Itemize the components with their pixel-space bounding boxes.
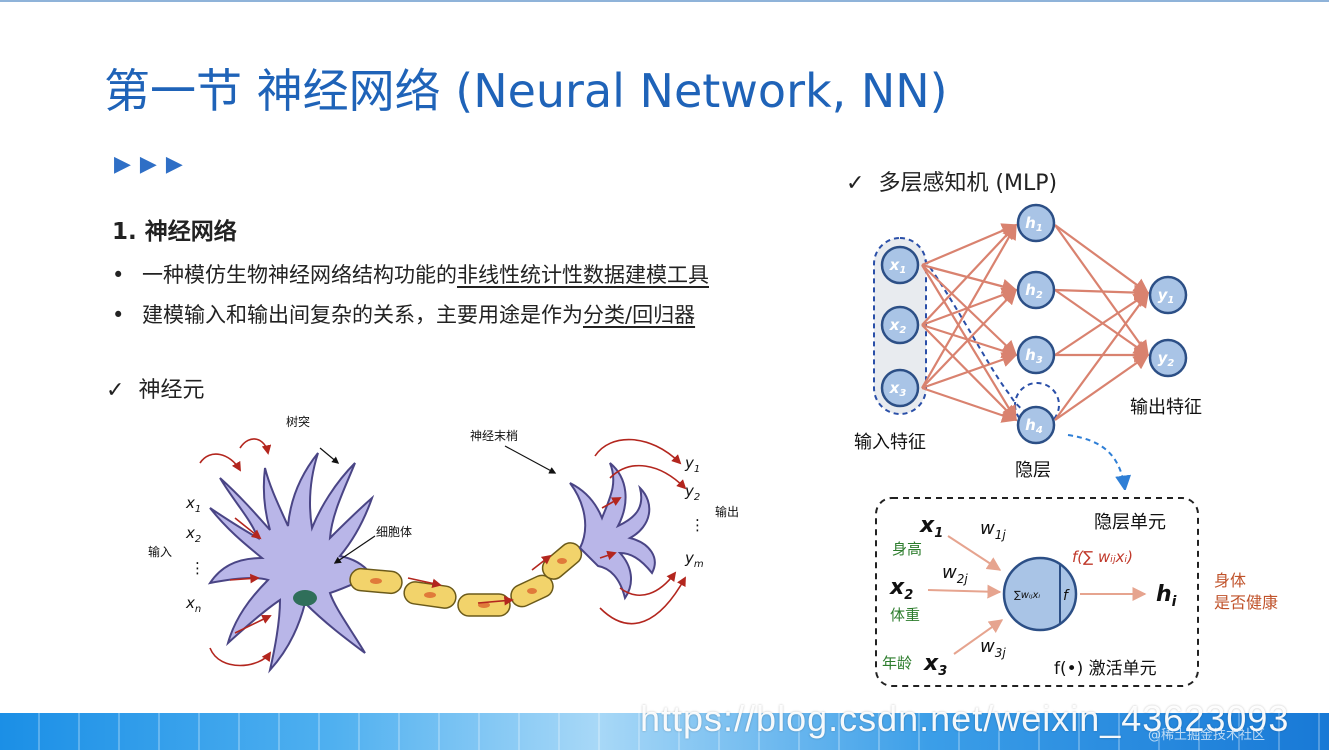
neuron-input-xn: xn <box>185 594 201 615</box>
unit-x2: x2 <box>889 575 913 603</box>
neuron-unit-circle <box>1002 556 1078 632</box>
axon <box>349 542 583 617</box>
neuron-heading: ✓ 神经元 <box>106 372 204 404</box>
hidden-unit-box <box>875 497 1199 687</box>
hidden-unit-diagram: 隐层单元 x1 x2 x3 hi w1j w2j w3j 身高 体重 年龄 ∑w… <box>875 497 1278 687</box>
unit-pointer-arrow <box>1067 434 1132 490</box>
axon-terminal-shape <box>569 462 656 601</box>
label-dendrite: 树突 <box>286 414 310 429</box>
bullet-underlined-text: 分类/回归器 <box>583 303 696 327</box>
watermark-small: @稀土掘金技术社区 <box>1148 728 1266 743</box>
neuron-cell-shape <box>207 452 375 674</box>
neuron-diagram: 树突 神经末梢 细胞体 输入 输出 x1 x2 ⋮ xn y1 y2 ⋮ ym <box>148 414 739 674</box>
unit-f: f <box>1063 588 1070 604</box>
unit-output-desc-2: 是否健康 <box>1214 593 1278 612</box>
bullet-item: • 一种模仿生物神经网络结构功能的非线性统计性数据建模工具 <box>112 258 709 298</box>
bullet-dot-icon: • <box>112 303 125 327</box>
bullet-text: 建模输入和输出间复杂的关系，主要用途是作为 <box>142 303 583 327</box>
input-feature-label: 输入特征 <box>854 432 926 453</box>
neuron-output-ym: ym <box>684 549 704 570</box>
unit-x3: x3 <box>923 651 947 679</box>
neuron-heading-text: 神经元 <box>138 378 205 403</box>
footer-band <box>0 713 1329 750</box>
top-border <box>0 0 1329 2</box>
unit-activation-expression: f(∑ wᵢⱼxᵢ) <box>1072 548 1133 566</box>
unit-name-age: 年龄 <box>882 654 912 672</box>
unit-sum-expression: ∑wᵢⱼxᵢ <box>1014 590 1040 601</box>
unit-output-desc-1: 身体 <box>1214 571 1246 590</box>
neuron-input-x1: x1 <box>185 494 201 515</box>
neuron-input-dots: ⋮ <box>190 559 205 577</box>
unit-w2j: w2j <box>942 562 968 586</box>
neuron-output-y1: y1 <box>684 454 700 475</box>
bullet-text: 一种模仿生物神经网络结构功能的 <box>142 263 457 287</box>
unit-w3j: w3j <box>980 636 1006 660</box>
unit-output-hi: hi <box>1156 582 1177 610</box>
nucleus-shape <box>293 590 317 606</box>
page-title: 第一节 神经网络 (Neural Network, NN) <box>104 64 948 118</box>
section-heading: 1. 神经网络 <box>112 219 237 245</box>
bullet-list: • 一种模仿生物神经网络结构功能的非线性统计性数据建模工具 • 建模输入和输出间复杂… <box>112 258 709 338</box>
bullet-dot-icon: • <box>112 263 125 287</box>
bullet-item: • 建模输入和输出间复杂的关系，主要用途是作为分类/回归器 <box>112 298 709 338</box>
label-cell-body: 细胞体 <box>376 525 412 539</box>
unit-name-height: 身高 <box>892 540 922 558</box>
mlp-edges <box>921 223 1150 423</box>
mlp-diagram: x1 x2 x3 h1 h2 h3 h4 y1 y2 输入特征 隐层 输出特征 <box>854 203 1202 490</box>
unit-x1: x1 <box>919 513 943 541</box>
unit-w1j: w1j <box>980 518 1006 542</box>
neuron-input-x2: x2 <box>185 524 201 545</box>
watermark-url: https://blog.csdn.net/weixin_43623093 <box>640 698 1290 739</box>
mlp-nodes <box>880 203 1188 445</box>
hidden-layer-label: 隐层 <box>1015 460 1051 481</box>
neuron-output-dots: ⋮ <box>690 516 705 534</box>
label-axon-terminal: 神经末梢 <box>470 428 518 443</box>
label-input: 输入 <box>148 544 172 559</box>
mlp-heading: ✓ 多层感知机 (MLP) <box>846 165 1057 197</box>
checkmark-icon: ✓ <box>106 378 125 403</box>
output-feature-label: 输出特征 <box>1130 397 1202 418</box>
checkmark-icon: ✓ <box>846 171 865 196</box>
mlp-heading-text: 多层感知机 (MLP) <box>878 171 1058 196</box>
bullet-underlined-text: 非线性统计性数据建模工具 <box>457 263 709 287</box>
unit-name-weight: 体重 <box>890 606 920 624</box>
section-arrows-icon: ▶▶▶ <box>114 152 192 177</box>
hidden-unit-title: 隐层单元 <box>1094 512 1166 533</box>
label-output: 输出 <box>715 504 739 519</box>
unit-activation-label: f(•) 激活单元 <box>1054 659 1157 679</box>
neuron-output-y2: y2 <box>684 482 700 503</box>
